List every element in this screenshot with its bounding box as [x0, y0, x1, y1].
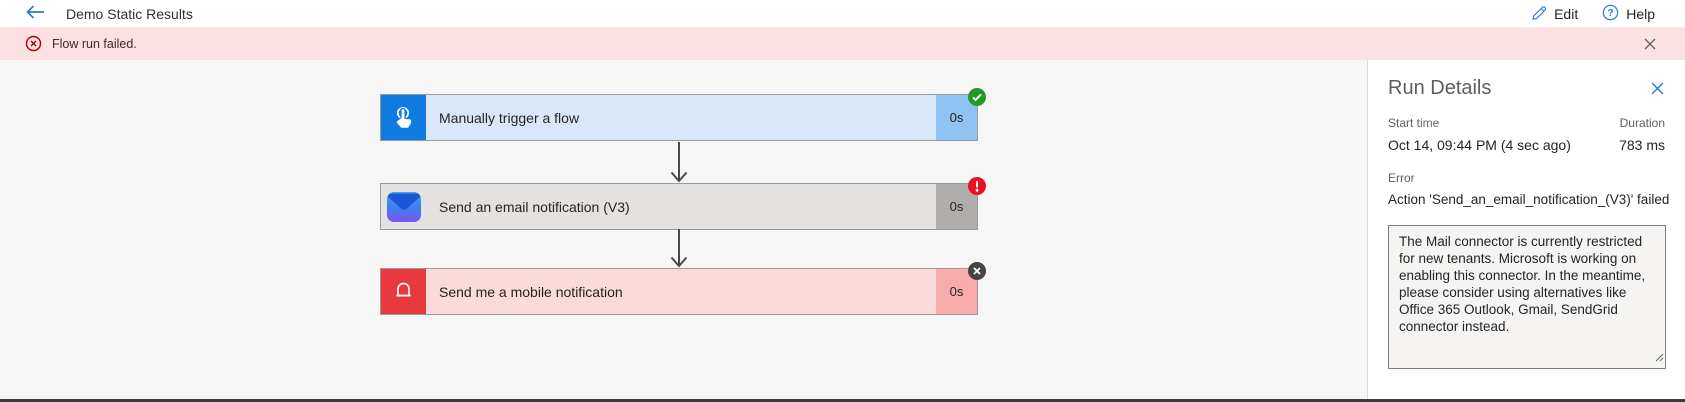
error-detail-textarea[interactable]: The Mail connector is currently restrict… — [1388, 225, 1666, 369]
banner-message: Flow run failed. — [52, 36, 137, 51]
start-time-label: Start time — [1388, 116, 1440, 130]
main-area: Manually trigger a flow 0s — [0, 60, 1685, 399]
node-label: Send me a mobile notification — [439, 283, 623, 300]
flow-node-manual-trigger[interactable]: Manually trigger a flow 0s — [380, 88, 986, 141]
connector-arrow — [670, 142, 688, 183]
banner-close-icon[interactable] — [1643, 37, 1657, 51]
panel-close-icon[interactable] — [1650, 81, 1665, 96]
error-label: Error — [1388, 171, 1415, 185]
edit-button-label: Edit — [1554, 5, 1579, 22]
error-exclamation-badge-icon — [968, 177, 986, 195]
pencil-icon — [1530, 4, 1547, 24]
duration-block: Duration 783 ms — [1619, 116, 1665, 153]
node-label: Send an email notification (V3) — [439, 198, 630, 215]
flow-node-send-email[interactable]: Send an email notification (V3) 0s — [380, 177, 986, 230]
start-time-block: Start time Oct 14, 09:44 PM (4 sec ago) — [1388, 116, 1571, 153]
help-button[interactable]: ? Help — [1602, 4, 1655, 24]
run-details-panel: Run Details Start time Oct 14, 09:44 PM … — [1367, 60, 1685, 399]
window-bottom-edge — [0, 399, 1685, 402]
manual-trigger-tap-icon — [381, 95, 426, 140]
error-detail-text: The Mail connector is currently restrict… — [1399, 234, 1646, 334]
bell-icon — [381, 269, 426, 314]
back-arrow-icon — [26, 5, 45, 22]
back-button[interactable] — [26, 5, 45, 22]
email-envelope-icon — [381, 184, 426, 229]
resize-handle-icon[interactable] — [1653, 349, 1664, 367]
run-details-title: Run Details — [1388, 77, 1492, 99]
success-check-badge-icon — [968, 88, 986, 106]
cancelled-x-badge-icon — [968, 262, 986, 280]
error-circle-icon — [25, 35, 42, 52]
help-icon: ? — [1602, 4, 1619, 24]
top-header: Demo Static Results Edit ? Help — [0, 0, 1685, 27]
page-title: Demo Static Results — [66, 5, 193, 22]
edit-button[interactable]: Edit — [1530, 4, 1578, 24]
node-label: Manually trigger a flow — [439, 109, 580, 126]
duration-label: Duration — [1619, 116, 1665, 130]
error-block: Error Action 'Send_an_email_notification… — [1388, 171, 1670, 207]
help-button-label: Help — [1626, 5, 1655, 22]
flow-node-mobile-notification[interactable]: Send me a mobile notification 0s — [380, 262, 986, 315]
duration-value: 783 ms — [1619, 137, 1665, 153]
error-summary: Action 'Send_an_email_notification_(V3)'… — [1388, 192, 1670, 207]
connector-arrow — [670, 229, 688, 268]
svg-text:?: ? — [1608, 7, 1614, 18]
start-time-value: Oct 14, 09:44 PM (4 sec ago) — [1388, 137, 1571, 153]
error-banner: Flow run failed. — [0, 27, 1685, 60]
flow-canvas: Manually trigger a flow 0s — [0, 60, 1367, 399]
